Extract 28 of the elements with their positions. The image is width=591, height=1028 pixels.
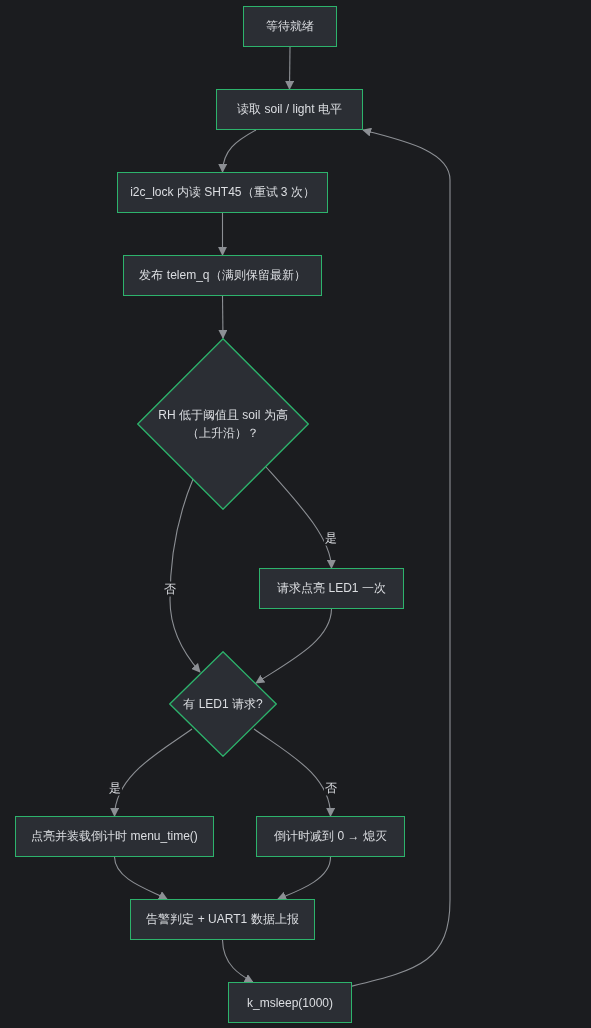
process-box: 读取 soil / light 电平 (216, 89, 363, 130)
arrow (110, 728, 193, 817)
arrow (253, 728, 335, 817)
edge-label: 是 (108, 780, 122, 796)
edge-label: 否 (163, 581, 177, 597)
condition-text: 有 LED1 请求? (182, 696, 264, 713)
process-box: 倒计时减到 0 → 熄灭 (256, 816, 405, 857)
process-box: k_msleep(1000) (228, 982, 352, 1023)
arrow (218, 212, 227, 256)
arrow (113, 856, 168, 900)
arrow (218, 295, 228, 339)
arrow (277, 856, 332, 901)
process-box: 点亮并装载倒计时 menu_time() (15, 816, 214, 857)
arrow (169, 478, 201, 673)
arrow (285, 46, 295, 90)
process-box: 告警判定 + UART1 数据上报 (130, 899, 315, 940)
process-box: 请求点亮 LED1 一次 (259, 568, 404, 609)
arrow (351, 127, 451, 987)
arrow (255, 608, 333, 684)
process-box: i2c_lock 内读 SHT45（重试 3 次） (117, 172, 328, 213)
arrow (221, 939, 254, 983)
process-box: 等待就绪 (243, 6, 337, 47)
edge-label: 否 (324, 780, 338, 796)
arrow (218, 129, 257, 173)
process-box: 发布 telem_q（满则保留最新） (123, 255, 322, 296)
edge-label: 是 (324, 530, 338, 546)
condition-text: RH 低于阈值且 soil 为高（上升沿）？ (158, 407, 288, 442)
arrow (265, 466, 336, 569)
